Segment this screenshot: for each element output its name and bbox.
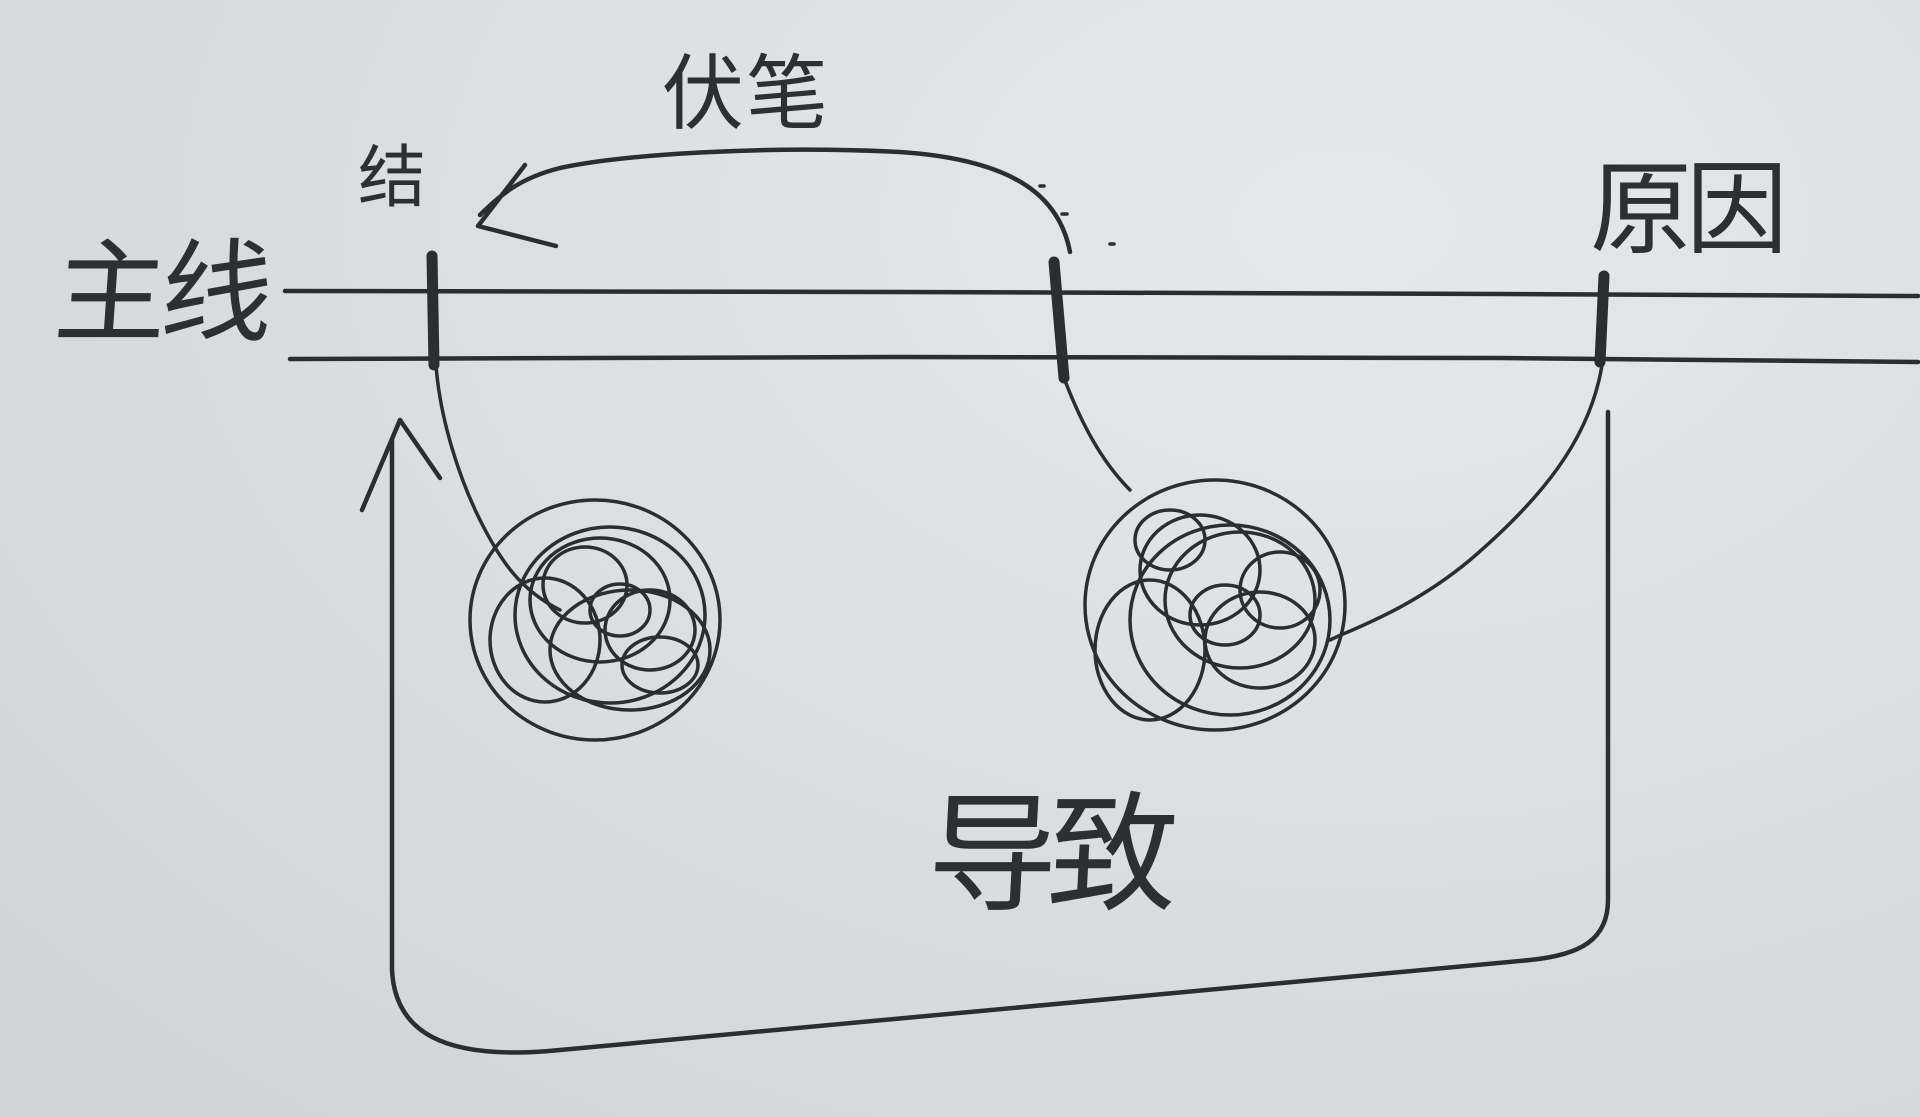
- leads-to-label: 导致: [924, 779, 1172, 931]
- cause-label: 原因: [1590, 151, 1788, 270]
- foreshadowing-label: 伏笔: [662, 47, 831, 142]
- foreshadow-dots: [1038, 184, 1116, 246]
- main-line-bottom-rail: [287, 354, 1920, 365]
- main-line-label: 主线: [50, 229, 272, 359]
- foreshadowing-arrowhead: [475, 162, 559, 249]
- cause-to-scribble-line: [1328, 363, 1604, 642]
- leads-to-loop: [389, 409, 1611, 1055]
- result-to-scribble-line: [434, 363, 562, 612]
- marker-result: [426, 250, 440, 371]
- middle-to-scribble-line: [1062, 376, 1132, 492]
- marker-foreshadow-point: [1048, 256, 1070, 384]
- leads-to-arrowhead: [359, 417, 443, 513]
- scribble-left: [468, 498, 722, 742]
- foreshadowing-arc: [477, 147, 1073, 255]
- marker-cause: [1594, 270, 1610, 368]
- result-label: 结: [358, 139, 427, 218]
- scribble-right: [1083, 478, 1347, 732]
- main-line-top-rail: [282, 288, 1920, 299]
